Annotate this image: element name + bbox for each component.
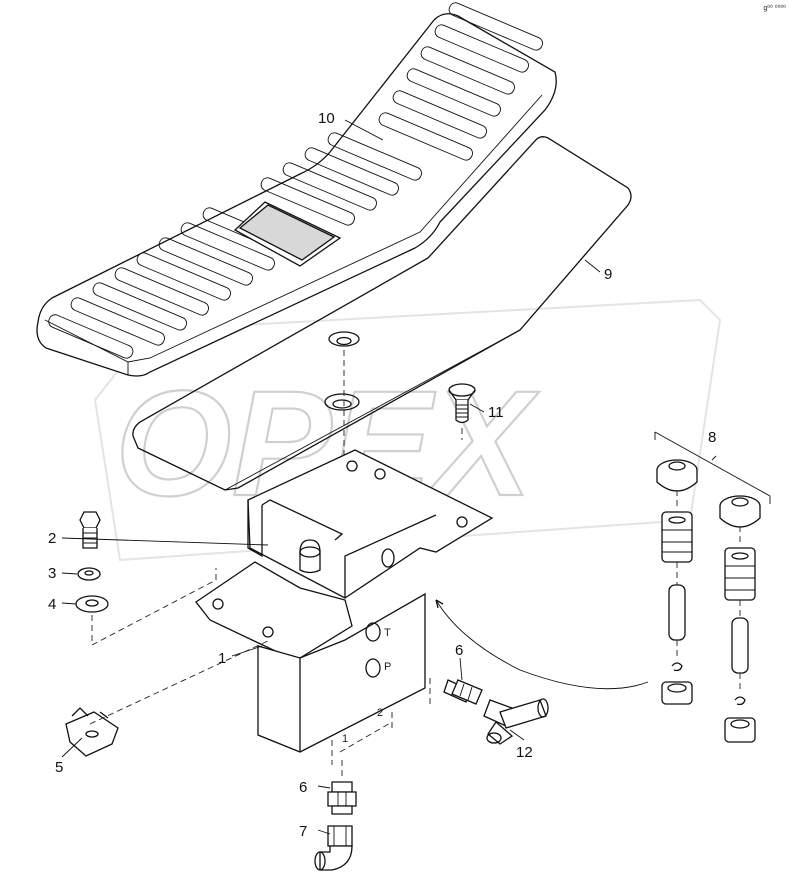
pad-ribs xyxy=(48,2,543,359)
lock-washer-part-3 xyxy=(77,567,101,581)
callout-1: 1 xyxy=(218,650,226,667)
port-label-1: 1 xyxy=(342,733,348,745)
callout-8: 8 xyxy=(708,429,716,446)
callout-10: 10 xyxy=(318,110,335,127)
pedal-plate-part-9 xyxy=(132,136,632,491)
callout-5: 5 xyxy=(55,759,63,776)
fitting-part-6-lower xyxy=(327,781,357,815)
cartridge-right xyxy=(719,495,761,743)
leader-lines xyxy=(61,119,601,835)
cartridge-left xyxy=(656,459,698,705)
callout-4: 4 xyxy=(48,596,56,613)
fitting-part-6-upper xyxy=(443,679,483,705)
washer-part-4 xyxy=(75,595,109,613)
callout-7: 7 xyxy=(299,823,307,840)
pedal-pad-part-10 xyxy=(36,2,557,377)
callout-11: 11 xyxy=(488,404,504,421)
valve-body-part-1: T P 1 2 xyxy=(195,449,494,765)
elbow-part-7 xyxy=(314,825,353,871)
callout-6-upper: 6 xyxy=(455,642,463,659)
callout-6-lower: 6 xyxy=(299,779,307,796)
tee-part-12 xyxy=(483,698,549,745)
callout-9: 9 xyxy=(604,266,612,283)
screw-part-11 xyxy=(448,383,476,424)
callout-3: 3 xyxy=(48,565,56,582)
port-label-2: 2 xyxy=(377,707,383,719)
callout-2: 2 xyxy=(48,530,56,547)
valve-kit-part-8 xyxy=(654,431,771,743)
corner-code: g⁰⁰ ⁰⁰⁰⁰ xyxy=(763,4,786,12)
callout-12: 12 xyxy=(516,744,533,761)
port-label-P: P xyxy=(384,661,391,673)
port-label-T: T xyxy=(384,627,391,639)
cage-nut-part-5 xyxy=(65,639,271,757)
bolt-part-2 xyxy=(79,511,101,549)
callout-labels: 10 9 11 8 2 3 4 1 6 12 5 6 7 xyxy=(48,110,716,840)
